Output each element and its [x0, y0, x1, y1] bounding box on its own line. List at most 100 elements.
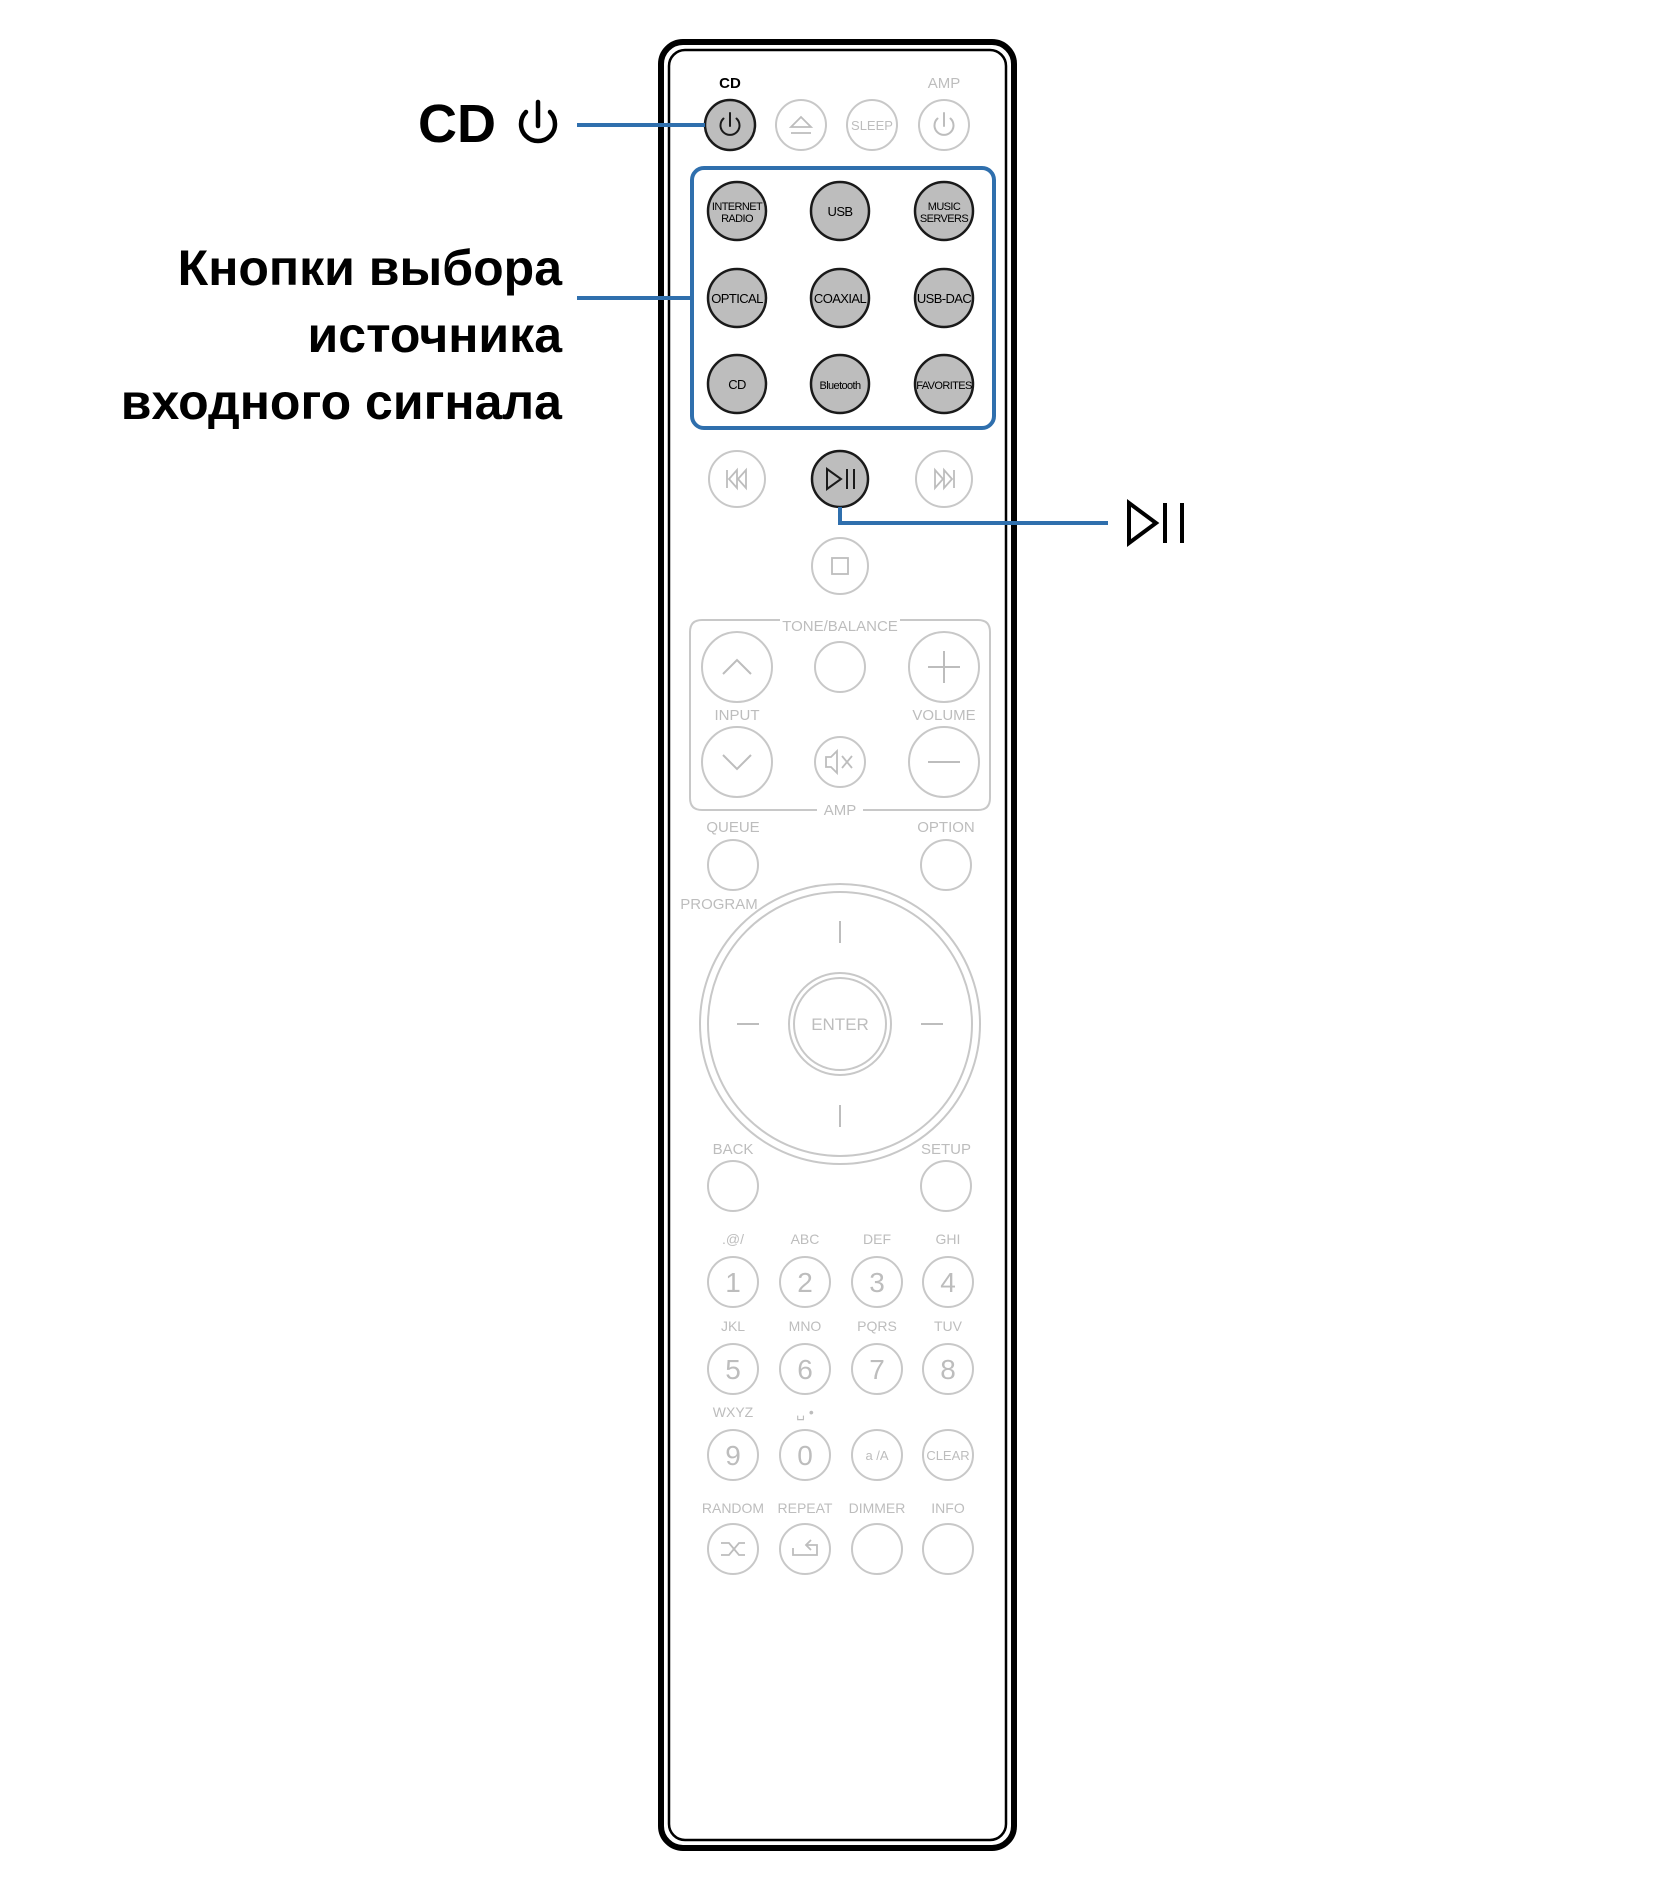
cd-power-label: CD — [719, 75, 741, 92]
next-button[interactable] — [915, 450, 973, 508]
source-button-label: RADIO — [721, 213, 754, 225]
numpad-key-clear[interactable]: CLEAR — [922, 1429, 974, 1481]
source-button-label: MUSIC — [928, 201, 961, 213]
chevron-up-icon — [722, 658, 752, 675]
numpad-key-label: 2 — [797, 1267, 813, 1298]
numpad-key-9[interactable]: 9 — [707, 1429, 759, 1481]
repeat-button[interactable] — [779, 1523, 831, 1575]
power-icon — [719, 112, 741, 136]
queue-label: QUEUE — [706, 819, 759, 836]
tone-balance-button[interactable] — [814, 641, 866, 693]
source-button-usb[interactable]: USB — [809, 180, 871, 242]
numpad-key-label: 1 — [725, 1267, 741, 1298]
numpad-key-a-a[interactable]: a /A — [851, 1429, 903, 1481]
mute-button[interactable] — [814, 736, 866, 788]
setup-button[interactable] — [920, 1160, 972, 1212]
source-button-cd[interactable]: CD — [706, 353, 768, 415]
numpad-sub-label: GHI — [936, 1231, 961, 1247]
bottom-row-label: RANDOM — [702, 1500, 764, 1516]
numpad-sub-label: ␣ • — [796, 1404, 814, 1421]
numpad-key-label: 4 — [940, 1267, 956, 1298]
amp-power-icon — [933, 112, 955, 136]
back-button[interactable] — [707, 1160, 759, 1212]
play-pause-icon — [826, 467, 855, 491]
cd-power-button[interactable] — [703, 98, 757, 152]
repeat-icon — [792, 1539, 818, 1556]
amp-power-button[interactable] — [918, 99, 970, 151]
source-button-favorites[interactable]: FAVORITES — [913, 353, 975, 415]
cd-power-callout-text: CD — [418, 94, 496, 154]
queue-button[interactable] — [707, 839, 759, 891]
sleep-button[interactable]: SLEEP — [846, 99, 898, 151]
source-button-label: Bluetooth — [819, 380, 861, 392]
numpad-key-6[interactable]: 6 — [779, 1343, 831, 1395]
numpad-key-7[interactable]: 7 — [851, 1343, 903, 1395]
eject-icon — [788, 115, 814, 134]
numpad-key-4[interactable]: 4 — [922, 1256, 974, 1308]
navigation-wheel[interactable] — [699, 883, 981, 1165]
source-button-label: CD — [728, 377, 746, 392]
bottom-row-label: DIMMER — [849, 1500, 906, 1516]
source-button-bluetooth[interactable]: Bluetooth — [809, 353, 871, 415]
dimmer-button[interactable] — [851, 1523, 903, 1575]
input-source-callout-line-3: входного сигнала — [121, 374, 563, 430]
shuffle-icon — [721, 1542, 745, 1556]
previous-button[interactable] — [708, 450, 766, 508]
source-button-label: COAXIAL — [814, 291, 867, 306]
amp-power-label: AMP — [928, 75, 961, 92]
numpad-key-label: 0 — [797, 1440, 813, 1471]
volume-label: VOLUME — [912, 707, 975, 724]
stop-button[interactable] — [811, 537, 869, 595]
next-track-icon — [934, 467, 955, 491]
random-button[interactable] — [707, 1523, 759, 1575]
numpad-sub-label: .@/ — [722, 1231, 744, 1247]
numpad-sub-label: WXYZ — [713, 1404, 754, 1420]
stop-icon — [831, 557, 849, 575]
amp-frame-label: AMP — [824, 802, 857, 819]
volume-up-button[interactable] — [908, 631, 980, 703]
source-button-label: INTERNET — [712, 201, 763, 213]
numpad-sub-label: TUV — [934, 1318, 963, 1334]
chevron-down-icon — [722, 754, 752, 771]
enter-label: ENTER — [811, 1015, 869, 1034]
input-label: INPUT — [715, 707, 760, 724]
option-button[interactable] — [920, 839, 972, 891]
numpad-key-0[interactable]: 0 — [779, 1429, 831, 1481]
program-label: PROGRAM — [680, 896, 758, 913]
input-up-button[interactable] — [701, 631, 773, 703]
remote-body-outer — [658, 39, 1017, 1851]
numpad-key-label: 6 — [797, 1354, 813, 1385]
numpad-key-5[interactable]: 5 — [707, 1343, 759, 1395]
numpad-sub-label: ABC — [791, 1231, 820, 1247]
play-pause-button[interactable] — [810, 449, 870, 509]
numpad-key-2[interactable]: 2 — [779, 1256, 831, 1308]
bottom-row-label: INFO — [931, 1500, 965, 1516]
numpad-key-label: CLEAR — [926, 1448, 969, 1463]
numpad-key-1[interactable]: 1 — [707, 1256, 759, 1308]
volume-down-button[interactable] — [908, 726, 980, 798]
input-source-callout-line-1: Кнопки выбора — [178, 240, 564, 296]
numpad-sub-label: MNO — [789, 1318, 822, 1334]
numpad-key-label: 7 — [869, 1354, 885, 1385]
numpad-key-label: 5 — [725, 1354, 741, 1385]
play-pause-icon — [1127, 499, 1184, 547]
setup-label: SETUP — [921, 1141, 971, 1158]
sleep-label: SLEEP — [851, 118, 893, 133]
enter-button[interactable]: ENTER — [788, 972, 892, 1076]
source-button-label: USB — [828, 204, 853, 219]
numpad-key-8[interactable]: 8 — [922, 1343, 974, 1395]
plus-icon — [928, 651, 960, 683]
input-down-button[interactable] — [701, 726, 773, 798]
info-button[interactable] — [922, 1523, 974, 1575]
eject-button[interactable] — [775, 99, 827, 151]
source-button-usb-dac[interactable]: USB-DAC — [913, 267, 975, 329]
numpad-key-3[interactable]: 3 — [851, 1256, 903, 1308]
numpad-key-label: a /A — [865, 1448, 888, 1463]
source-button-coaxial[interactable]: COAXIAL — [809, 267, 871, 329]
source-button-optical[interactable]: OPTICAL — [706, 267, 768, 329]
remote-body-inner — [667, 48, 1008, 1842]
